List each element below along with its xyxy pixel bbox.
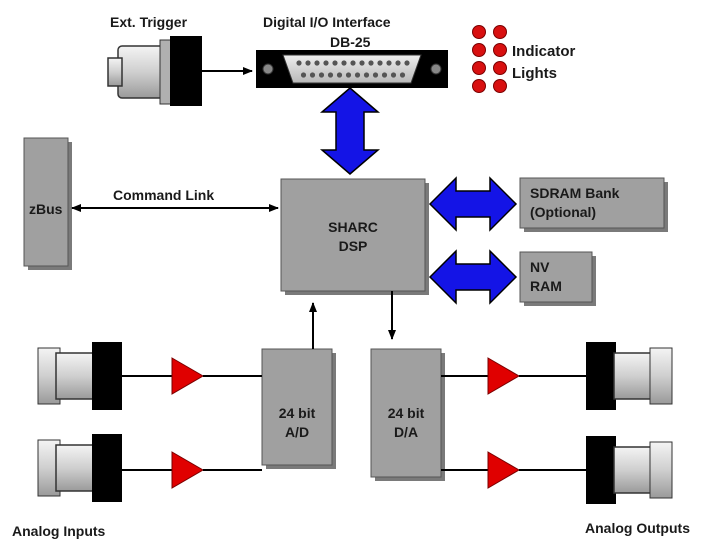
db25-pin (341, 60, 347, 66)
analog-outputs-label: Analog Outputs (585, 520, 690, 536)
amplifier-triangle-icon (171, 357, 204, 395)
dio-subtitle-label: DB-25 (330, 34, 371, 50)
nvram-label-line2: RAM (530, 278, 562, 294)
nvram-block (519, 251, 593, 303)
bnc-connector-icon (586, 436, 673, 504)
db25-pin (350, 60, 356, 66)
db25-pin (314, 60, 320, 66)
sdram-block (519, 177, 665, 229)
sdram-label-line2: (Optional) (530, 204, 596, 220)
dsp-label-line2: DSP (339, 238, 368, 254)
db25-pin (395, 60, 401, 66)
ad-label-line2: A/D (285, 424, 309, 440)
db25-pin (386, 60, 392, 66)
db25-pin (390, 72, 397, 78)
db25-pin (309, 72, 316, 78)
db25-pin (345, 72, 352, 78)
db25-pin (381, 72, 388, 78)
db25-pin (354, 72, 361, 78)
dio-title-label: Digital I/O Interface (263, 14, 391, 30)
da-label-line1: 24 bit (388, 405, 425, 421)
sharc-dsp-block (280, 178, 426, 292)
bnc-connector-icon (37, 434, 122, 502)
analog-inputs-label: Analog Inputs (12, 523, 106, 539)
amplifier-triangle-icon (487, 451, 520, 489)
nvram-label-line1: NV (530, 259, 550, 275)
zbus-block (23, 137, 69, 267)
da-label-line2: D/A (394, 424, 418, 440)
command-link-label: Command Link (113, 187, 214, 203)
analog-input-channel-2 (37, 434, 262, 502)
dio-bus-arrow (319, 87, 381, 175)
db25-pin (296, 60, 302, 66)
nvram-bus-arrow (428, 249, 518, 305)
bnc-connector-icon (37, 342, 122, 410)
db25-pin (318, 72, 325, 78)
ad-converter-block (261, 348, 333, 466)
ext-trigger-connector (107, 36, 202, 106)
led-icon (493, 79, 507, 93)
db25-pin (332, 60, 338, 66)
db25-pin (305, 60, 311, 66)
sdram-bus-arrow (428, 176, 518, 232)
analog-output-channel-2 (441, 436, 673, 504)
db25-pin (404, 60, 410, 66)
zbus-label: zBus (29, 201, 63, 217)
indicator-label-line1: Indicator (512, 43, 576, 60)
led-icon (493, 43, 507, 57)
ext-trigger-label: Ext. Trigger (110, 14, 188, 30)
db25-pins (296, 60, 410, 78)
indicator-lights (472, 25, 507, 93)
db25-pin (336, 72, 343, 78)
db25-pin (327, 72, 334, 78)
led-icon (493, 61, 507, 75)
db25-pin (372, 72, 379, 78)
db25-pin (368, 60, 374, 66)
analog-output-channel-1 (441, 342, 673, 410)
db25-pin (323, 60, 329, 66)
led-icon (472, 43, 486, 57)
db25-pin (399, 72, 406, 78)
db25-pin (300, 72, 307, 78)
led-icon (472, 61, 486, 75)
amplifier-triangle-icon (487, 357, 520, 395)
amplifier-triangle-icon (171, 451, 204, 489)
led-icon (493, 25, 507, 39)
dsp-label-line1: SHARC (328, 219, 378, 235)
bnc-connector-icon (107, 36, 202, 106)
da-converter-block (370, 348, 442, 478)
ad-label-line1: 24 bit (279, 405, 316, 421)
db25-pin (359, 60, 365, 66)
indicator-label-line2: Lights (512, 65, 557, 82)
db25-pin (363, 72, 370, 78)
bnc-connector-icon (586, 342, 673, 410)
sdram-label-line1: SDRAM Bank (530, 185, 620, 201)
led-icon (472, 25, 486, 39)
db25-pin (377, 60, 383, 66)
analog-input-channel-1 (37, 342, 262, 410)
led-icon (472, 79, 486, 93)
db25-connector-icon (256, 50, 448, 88)
